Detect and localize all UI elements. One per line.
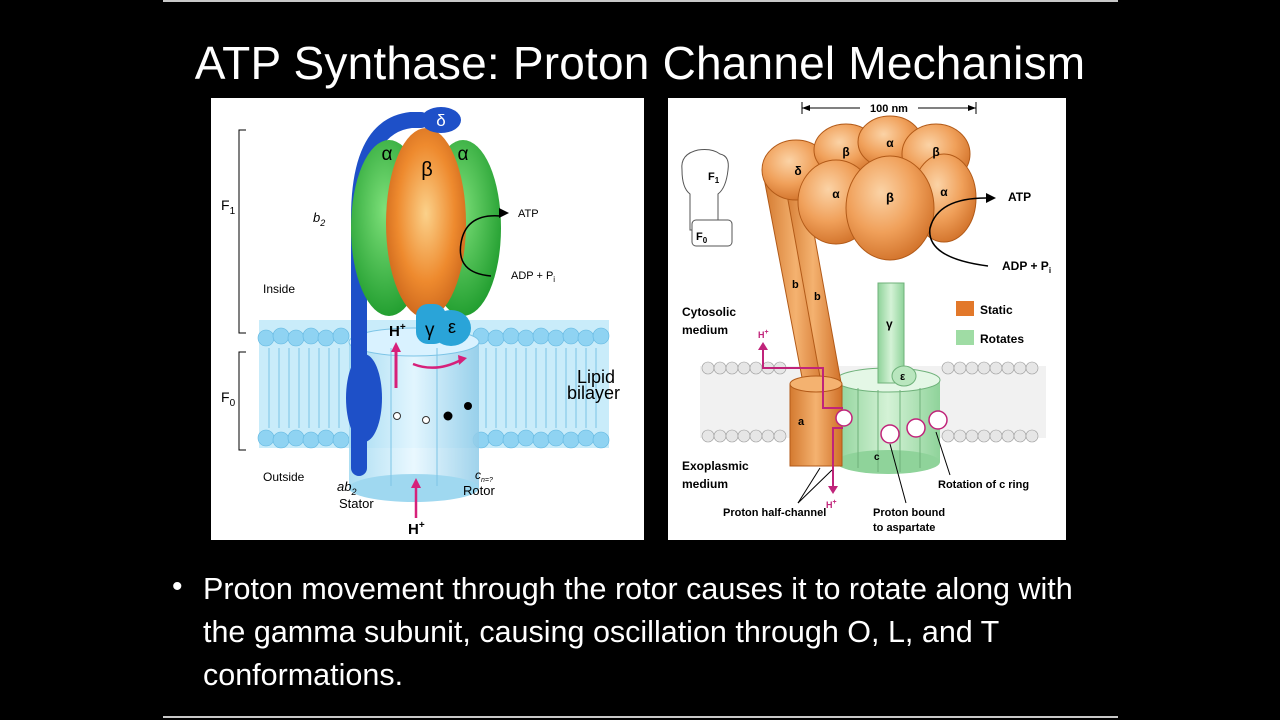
- thumb-label-f0: F0: [696, 231, 708, 245]
- label-to-aspartate: to aspartate: [873, 522, 935, 534]
- label-f0: F0: [221, 389, 236, 409]
- label-c-n: cn=?: [475, 468, 493, 484]
- label-b2: b2: [313, 210, 325, 228]
- atp-reaction-arrow: [459, 215, 502, 277]
- label-proton-bound: Proton bound: [873, 507, 945, 519]
- label-beta: β: [421, 159, 433, 181]
- f1-head-spheres: [761, 115, 977, 261]
- label-half-channel: Proton half-channel: [723, 507, 826, 519]
- label-h-exoplasm: H+: [826, 499, 837, 510]
- pointer-lines: [797, 431, 951, 504]
- f1-f0-thumbnail-icon: [681, 149, 733, 247]
- atp-reaction-arrow: [929, 197, 989, 267]
- label-ab2: ab2: [337, 479, 356, 497]
- label-epsilon: ε: [448, 317, 456, 337]
- label-atp: ATP: [518, 208, 539, 220]
- right-figure-atp-synthase: 100 nm F1 F0: [668, 98, 1066, 540]
- label-bilayer: bilayer: [567, 383, 620, 403]
- label-beta-1: β: [842, 145, 849, 159]
- label-h-top: H+: [389, 322, 406, 340]
- label-rotation: Rotation of c ring: [938, 479, 1029, 491]
- legend-rotates-swatch: [956, 330, 974, 345]
- label-adp-pi: ADP + Pi: [1002, 259, 1051, 275]
- label-atp: ATP: [1008, 190, 1031, 204]
- slide-title: ATP Synthase: Proton Channel Mechanism: [194, 37, 1086, 89]
- label-b-1: b: [792, 279, 799, 291]
- label-h-bottom: H+: [408, 520, 425, 538]
- label-h-cytosol: H+: [758, 329, 769, 340]
- label-scale: 100 nm: [870, 103, 908, 115]
- label-a: a: [798, 416, 805, 428]
- f1-bracket: [238, 129, 246, 334]
- label-epsilon: ε: [900, 371, 906, 383]
- label-delta: δ: [794, 164, 801, 178]
- label-delta: δ: [436, 111, 445, 130]
- label-beta-center: β: [886, 190, 894, 205]
- label-beta-2: β: [932, 145, 939, 159]
- proton-path: [762, 348, 843, 490]
- a-subunit: [346, 354, 382, 442]
- label-alpha-top: α: [886, 136, 894, 150]
- label-stator: Stator: [339, 496, 374, 511]
- label-outside: Outside: [263, 470, 305, 484]
- label-alpha-left: α: [382, 144, 393, 165]
- label-gamma: γ: [425, 320, 435, 341]
- legend-static-swatch: [956, 301, 974, 316]
- label-f1: F1: [221, 197, 236, 217]
- label-inside: Inside: [263, 282, 295, 296]
- label-rotor: Rotor: [463, 483, 495, 498]
- label-alpha-right: α: [458, 144, 469, 165]
- label-alpha-left: α: [832, 187, 840, 201]
- left-figure-atp-synthase: δ α β α F1 F0 b2 ATP ADP + Pi Inside Out…: [211, 98, 644, 540]
- label-alpha-right: α: [940, 185, 948, 199]
- thumb-label-f1: F1: [708, 171, 720, 185]
- label-c: c: [874, 452, 880, 463]
- rotation-arrow: [412, 358, 462, 369]
- bullet-text: Proton movement through the rotor causes…: [203, 572, 1073, 692]
- epsilon-subunit: [891, 365, 917, 387]
- label-gamma: γ: [886, 317, 893, 331]
- a-subunit: [789, 375, 843, 467]
- scale-bar: [801, 100, 977, 114]
- f0-bracket: [238, 351, 246, 451]
- gamma-epsilon-stalk: [416, 304, 471, 346]
- bottom-border: [163, 716, 1118, 718]
- bullet-marker: •: [172, 570, 183, 603]
- legend-rotates-label: Rotates: [980, 332, 1024, 346]
- proton-markers: [835, 409, 948, 444]
- label-b-2: b: [814, 291, 821, 303]
- top-border: [163, 0, 1118, 2]
- f1-head: [351, 107, 501, 318]
- label-cytosolic-medium: medium: [682, 323, 728, 337]
- label-lipid: Lipid: [577, 367, 615, 387]
- label-exoplasmic: Exoplasmic: [682, 459, 749, 473]
- label-cytosolic: Cytosolic: [682, 305, 736, 319]
- label-adp-pi: ADP + Pi: [511, 270, 555, 284]
- legend-static-label: Static: [980, 303, 1013, 317]
- label-exoplasmic-medium: medium: [682, 477, 728, 491]
